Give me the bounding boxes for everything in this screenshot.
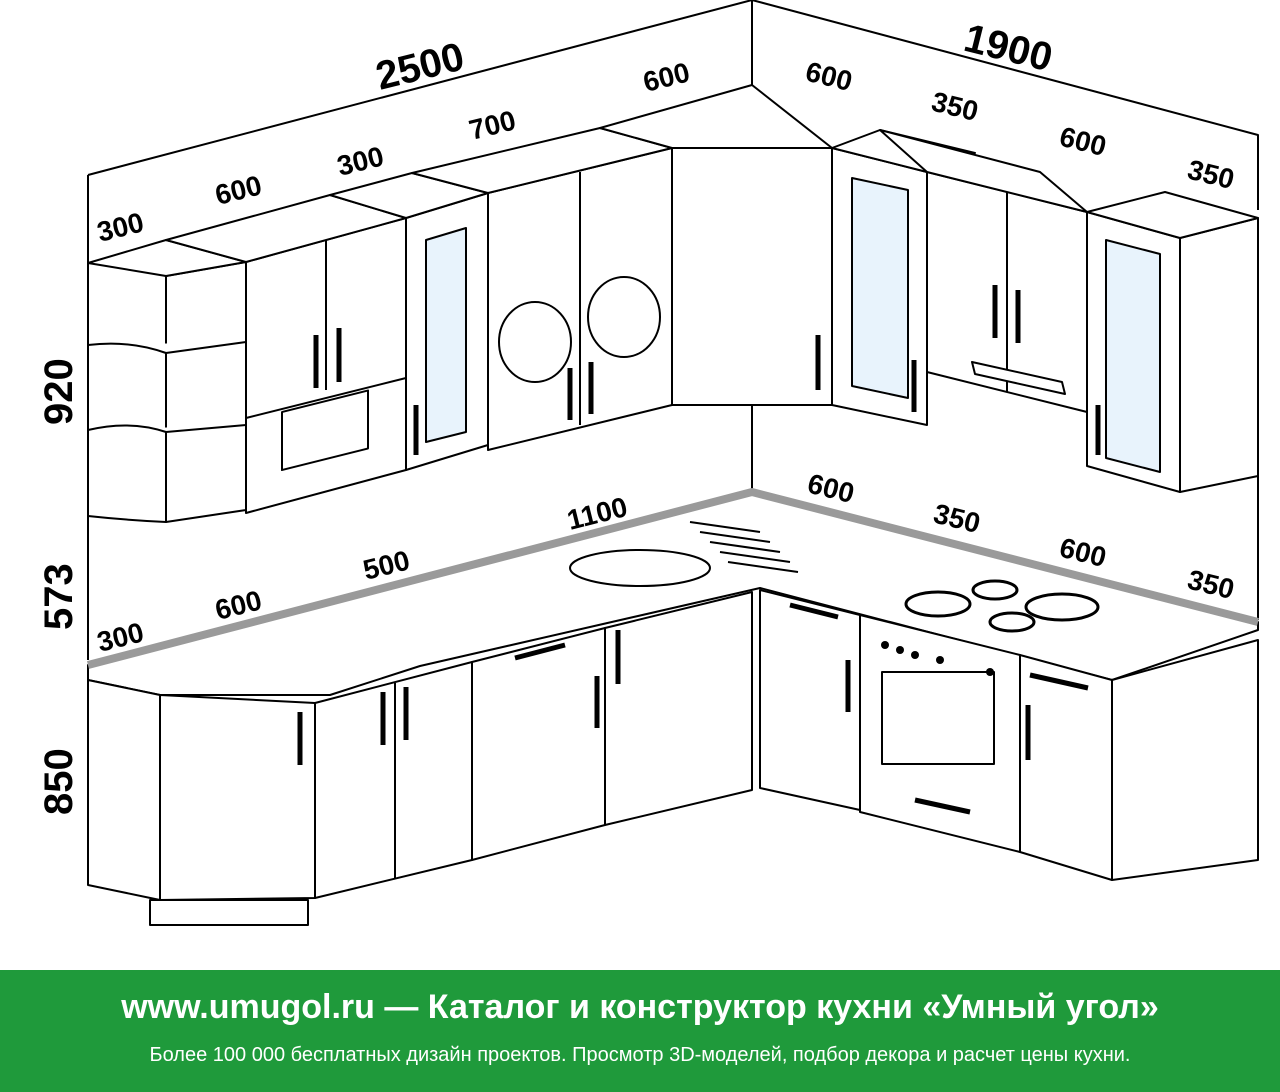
dim-lower-right-1: 600 [805, 468, 858, 509]
dim-height-backsplash: 573 [37, 563, 81, 630]
dim-upper-left-3: 300 [334, 140, 387, 181]
upper-cabinet-hood [879, 129, 1088, 413]
dim-upper-left-5: 600 [640, 56, 693, 97]
dim-height-upper: 920 [37, 358, 81, 425]
upper-cabinet-300-600 [165, 194, 407, 514]
footer-banner: www.umugol.ru — Каталог и конструктор ку… [0, 970, 1280, 1092]
microwave-icon [281, 389, 369, 472]
dim-upper-total-right: 1900 [960, 16, 1057, 80]
dim-lower-right-3: 600 [1057, 532, 1110, 573]
dim-lower-right-2: 350 [931, 498, 984, 539]
range-hood-icon [971, 361, 1066, 395]
dim-upper-left-4: 700 [466, 104, 519, 145]
footer-subtitle: Более 100 000 бесплатных дизайн проектов… [149, 1044, 1131, 1066]
cutlery-icon [498, 301, 572, 383]
upper-glass-cabinet-end [1086, 191, 1259, 493]
upper-corner-cabinet [599, 84, 833, 406]
lower-cabinets-right [759, 589, 1259, 881]
sink-icon [569, 549, 711, 587]
dim-lower-right-4: 350 [1185, 564, 1238, 605]
dim-upper-right-4: 350 [1185, 154, 1238, 195]
upper-open-shelf [87, 239, 247, 523]
dim-upper-total-left: 2500 [372, 35, 469, 99]
dim-upper-left-1: 300 [94, 206, 147, 247]
dim-height-lower: 850 [37, 748, 81, 815]
cooktop-icon [904, 579, 1100, 633]
dim-upper-right-1: 600 [803, 56, 856, 97]
footer-title[interactable]: www.umugol.ru — Каталог и конструктор ку… [121, 988, 1159, 1026]
upper-glass-cabinet-300 [329, 172, 489, 471]
dim-upper-right-2: 350 [929, 86, 982, 127]
upper-cabinet-700 [411, 127, 673, 451]
lower-cabinets-left [87, 591, 753, 926]
cutlery-icon-2 [587, 276, 661, 358]
kitchen-diagram: 2500 1900 300 600 300 700 600 600 350 60… [37, 0, 1259, 926]
oven-icon [881, 671, 995, 765]
dim-upper-left-2: 600 [212, 169, 265, 210]
dim-upper-right-3: 600 [1057, 121, 1110, 162]
